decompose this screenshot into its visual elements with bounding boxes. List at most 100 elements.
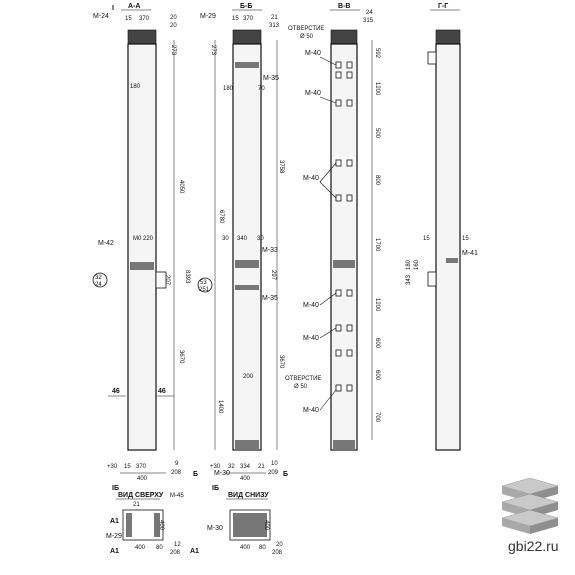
column-cap-b xyxy=(232,29,262,45)
dim-600: 600 xyxy=(374,338,380,349)
label-n40f: М-40 xyxy=(303,407,319,414)
label-opening2: ОТВЕРСТИЕ xyxy=(285,376,321,382)
dim-8393: 8393 xyxy=(184,270,190,284)
dim-46a: 46 xyxy=(112,388,120,395)
dim-15-b: 15 xyxy=(232,16,239,22)
label-n40e: М-40 xyxy=(303,335,319,342)
console xyxy=(155,271,167,289)
dim-334: 334 xyxy=(240,464,251,470)
dim-400d: 400 xyxy=(135,545,146,551)
mark-Ia: IБ xyxy=(112,485,119,492)
joint-hatch-b xyxy=(235,260,259,268)
dim-273: 273 xyxy=(170,45,176,56)
column-body-b xyxy=(232,43,262,451)
dim-1200b: 1200 xyxy=(374,298,380,312)
dim-21b: 21 xyxy=(258,464,265,470)
column-body-v xyxy=(330,43,358,451)
dim-208: 208 xyxy=(171,470,182,476)
dim-20c: 20 xyxy=(276,542,283,548)
dim-207: 207 xyxy=(164,275,170,286)
label-n40a: М-40 xyxy=(305,50,321,57)
insert-hatch-b1 xyxy=(235,62,259,68)
dim-400c: 400 xyxy=(158,520,164,531)
label-opening2-diameter: Ø 50 xyxy=(294,384,308,390)
dim-208c: 208 xyxy=(272,550,283,556)
dim-180: 180 xyxy=(130,84,141,90)
view-top-title: ВИД СВЕРХУ xyxy=(118,492,164,499)
section-gg-column: Г-Г 15 15 М-41 180 160 343 xyxy=(406,3,478,451)
dim-24b: 24 xyxy=(95,282,102,288)
column-cap-g xyxy=(435,29,461,45)
view-bottom: ВИД СНИЗУ М-30 400 400 80 20 208 xyxy=(207,492,283,556)
dim-15-g: 15 xyxy=(423,236,430,242)
label-n35b: М-35 xyxy=(262,295,278,302)
dim-297: 297 xyxy=(270,270,276,281)
mark-b1-b: Б xyxy=(283,471,288,478)
dim-24: 24 xyxy=(366,10,373,16)
dim-343: 343 xyxy=(406,274,412,285)
dim-3670: 3670 xyxy=(178,350,184,364)
dim-21-top: 21 xyxy=(133,502,140,508)
section-aa-title: А-А xyxy=(128,3,140,10)
dim-400b: 400 xyxy=(240,476,251,482)
dim-370: 370 xyxy=(139,16,150,22)
dim-4050: 4050 xyxy=(178,180,184,194)
label-n42: М-42 xyxy=(98,240,114,247)
dim-15b-g: 15 xyxy=(462,236,469,242)
console-g1 xyxy=(427,51,437,65)
mark-A1: А1 xyxy=(110,518,119,525)
dim-180c: 180 xyxy=(406,259,412,270)
section-bb-column: Б-Б М-29 15 370 21 313 273 6780 180 70 М… xyxy=(197,3,284,482)
dim-400e: 400 xyxy=(263,520,269,531)
dim-160: 160 xyxy=(414,259,420,270)
watermark-text: gbi22.ru xyxy=(508,538,559,554)
dim-21: 21 xyxy=(271,15,278,21)
dim-370b: 370 xyxy=(243,16,254,22)
column-cap-v xyxy=(330,29,358,45)
section-vv-column: В-В 24 315 ОТВЕРСТИЕ Ø 50 М-40 М-40 М-40… xyxy=(285,3,380,451)
dim-180b: 180 xyxy=(223,86,234,92)
dim-315: 315 xyxy=(363,18,374,24)
dim-370c: 370 xyxy=(136,464,147,470)
dim-3670b: 3670 xyxy=(278,355,284,369)
label-n24: М-24 xyxy=(93,13,109,20)
dim-30b: 30 xyxy=(257,236,264,242)
section-gg-title: Г-Г xyxy=(438,3,448,10)
label-n41: М-41 xyxy=(462,250,478,257)
view-bottom-title: ВИД СНИЗУ xyxy=(228,492,269,499)
dim-800: 800 xyxy=(374,175,380,186)
dim-220: М0 220 xyxy=(133,236,154,242)
insert-hatch-g xyxy=(446,258,458,263)
label-n29c: М-29 xyxy=(106,533,122,540)
column-cap xyxy=(127,29,157,45)
dim-30: 30 xyxy=(222,236,229,242)
mark-A1-b: А1 xyxy=(110,548,119,555)
mark-I-top: I xyxy=(112,5,114,12)
console-g2 xyxy=(427,271,437,287)
dim-400a: 400 xyxy=(137,476,148,482)
dim-80-bottom: 80 xyxy=(259,545,266,551)
section-aa-column: А-А М-24 15 370 20 20 4050 3670 273 180 … xyxy=(92,3,190,482)
dim-20b: 20 xyxy=(170,23,177,29)
base-hatch-b xyxy=(235,440,259,450)
dim-53: 53 xyxy=(200,280,207,286)
dim-10: 10 xyxy=(271,461,278,467)
dim-273b: 273 xyxy=(210,45,216,56)
column-body-g xyxy=(435,43,461,451)
dim-1700: 1700 xyxy=(374,238,380,252)
marker-circle-b xyxy=(197,277,213,293)
label-n30b: М-30 xyxy=(207,525,223,532)
dim-1400: 1400 xyxy=(217,400,223,414)
base-hatch-v xyxy=(333,440,355,450)
dim-209: 209 xyxy=(268,470,279,476)
label-opening1-diameter: Ø 50 xyxy=(300,34,314,40)
dim-592: 592 xyxy=(374,48,380,59)
label-n40c: М-40 xyxy=(303,175,319,182)
section-vv-title: В-В xyxy=(338,3,350,10)
dim-46b: 46 xyxy=(158,388,166,395)
stack-logo-icon xyxy=(501,477,559,534)
dim-500: 500 xyxy=(374,128,380,139)
dim-15: 15 xyxy=(125,16,132,22)
label-n35: М-35 xyxy=(263,75,279,82)
